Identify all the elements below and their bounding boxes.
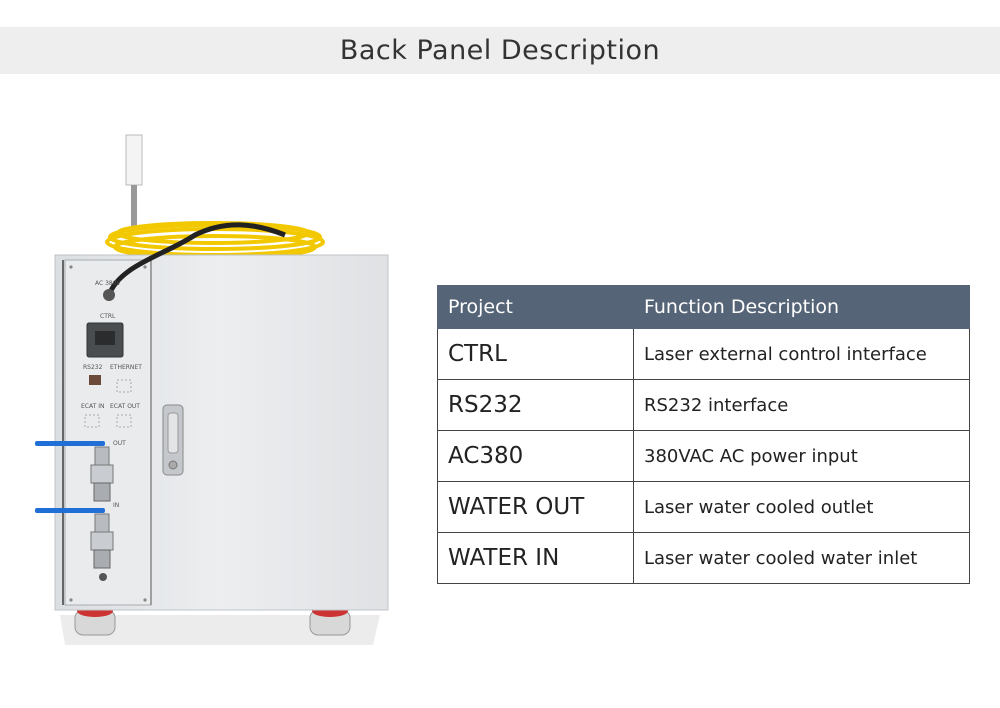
table-header-row: Project Function Description [437,285,970,329]
column-header-function-description: Function Description [633,285,970,329]
project-cell: AC380 [437,430,634,482]
ecat-out-label: ECAT OUT [110,403,140,410]
water-out-label: OUT [113,440,126,447]
water-out-valve [35,441,114,502]
ethernet-port [116,379,132,393]
power-cable [106,222,286,297]
ecat-in-port [84,414,100,428]
signal-light [125,134,143,230]
project-cell: WATER OUT [437,481,634,533]
title-bar: Back Panel Description [0,27,1000,74]
table-row: WATER OUT Laser water cooled outlet [437,481,970,533]
table-row: CTRL Laser external control interface [437,328,970,380]
laser-cabinet-illustration: AC 380V CTRL RS232 ETHERNET ECAT IN ECAT… [35,134,389,645]
project-cell: RS232 [437,379,634,431]
table-row: RS232 RS232 interface [437,379,970,431]
ecat-in-label: ECAT IN [81,403,104,410]
rs232-port [89,375,101,385]
door-handle [162,404,184,476]
description-cell: 380VAC AC power input [633,430,970,482]
table-row: AC380 380VAC AC power input [437,430,970,482]
ecat-out-port [116,414,132,428]
table-row: WATER IN Laser water cooled water inlet [437,532,970,584]
column-header-project: Project [437,285,634,329]
description-cell: Laser water cooled outlet [633,481,970,533]
ctrl-label: CTRL [100,313,116,320]
ethernet-label: ETHERNET [110,364,142,371]
page-title: Back Panel Description [339,35,661,66]
description-cell: Laser external control interface [633,328,970,380]
back-panel-description-table: Project Function Description CTRL Laser … [437,285,970,584]
description-cell: Laser water cooled water inlet [633,532,970,584]
project-cell: WATER IN [437,532,634,584]
rs232-label: RS232 [83,364,103,371]
ac-input-connector [103,289,115,301]
description-cell: RS232 interface [633,379,970,431]
ac380-label: AC 380V [95,280,122,287]
project-cell: CTRL [437,328,634,380]
floor-shadow [60,615,380,645]
drain-plug [99,573,107,581]
product-image: AC 380V CTRL RS232 ETHERNET ECAT IN ECAT… [25,125,405,660]
water-in-label: IN [113,502,119,509]
water-in-valve [35,508,114,569]
